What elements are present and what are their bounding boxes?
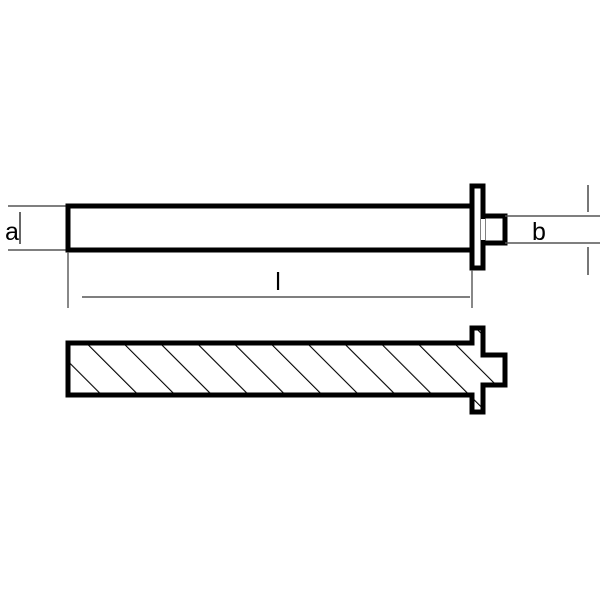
dimension-b-label: b xyxy=(532,218,546,246)
elevation-end-stub xyxy=(480,213,508,246)
section-hatch-fill xyxy=(68,328,505,412)
section-profile-outline xyxy=(65,325,508,415)
elevation-shaft-body xyxy=(65,203,475,253)
elevation-view xyxy=(65,183,508,271)
section-view xyxy=(65,325,508,415)
dimension-b: b xyxy=(505,185,600,275)
dimension-a: a xyxy=(5,205,68,251)
dimension-a-label: a xyxy=(5,218,19,246)
dimension-l-label: l xyxy=(275,268,281,296)
dimension-l: l xyxy=(67,252,473,308)
